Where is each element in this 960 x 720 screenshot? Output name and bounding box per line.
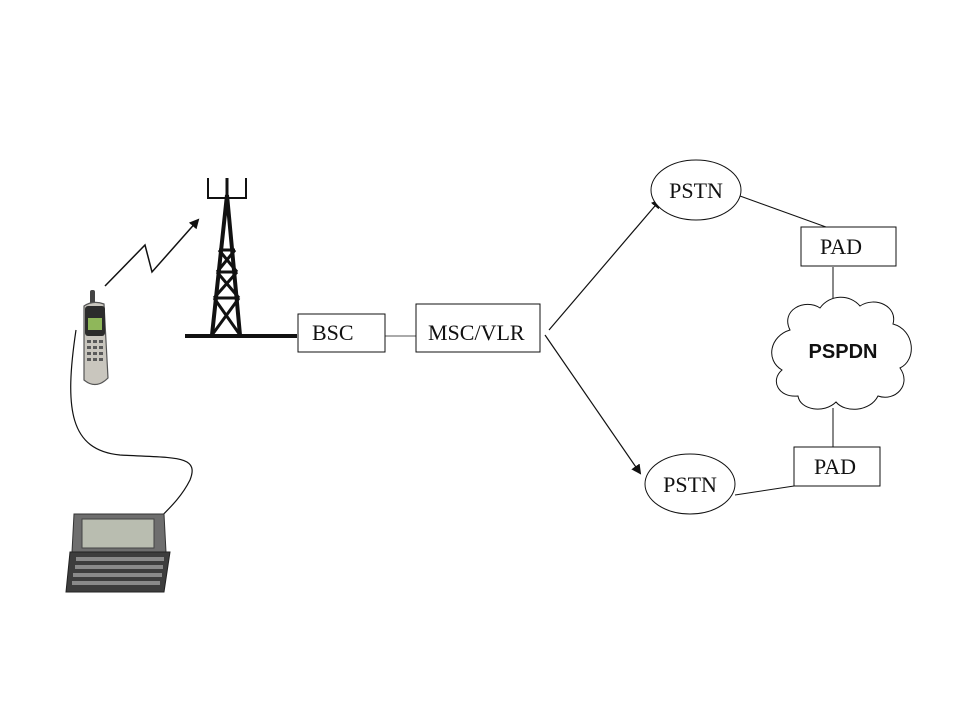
mobile-phone-icon bbox=[83, 290, 109, 386]
cell-tower-icon bbox=[185, 178, 297, 338]
pad-top-node: PAD bbox=[800, 226, 897, 267]
msc-vlr-label: MSC/VLR bbox=[428, 320, 525, 345]
bsc-label: BSC bbox=[312, 320, 354, 345]
handheld-computer-icon bbox=[65, 513, 171, 593]
pstn-top-label: PSTN bbox=[669, 178, 723, 203]
msc-vlr-node: MSC/VLR bbox=[415, 303, 541, 353]
bsc-node: BSC bbox=[297, 313, 386, 353]
pad-bottom-label: PAD bbox=[814, 454, 856, 479]
pspdn-label: PSPDN bbox=[809, 341, 878, 363]
pstn-bottom-node: PSTN bbox=[644, 453, 736, 515]
pad-top-label: PAD bbox=[820, 234, 862, 259]
data-cable bbox=[70, 329, 193, 527]
pstn-top-node: PSTN bbox=[650, 159, 742, 221]
pspdn-cloud-node: PSPDN bbox=[771, 296, 912, 410]
radio-link-icon bbox=[104, 218, 200, 287]
pad-bottom-node: PAD bbox=[793, 446, 881, 487]
pstn-bottom-label: PSTN bbox=[663, 472, 717, 497]
